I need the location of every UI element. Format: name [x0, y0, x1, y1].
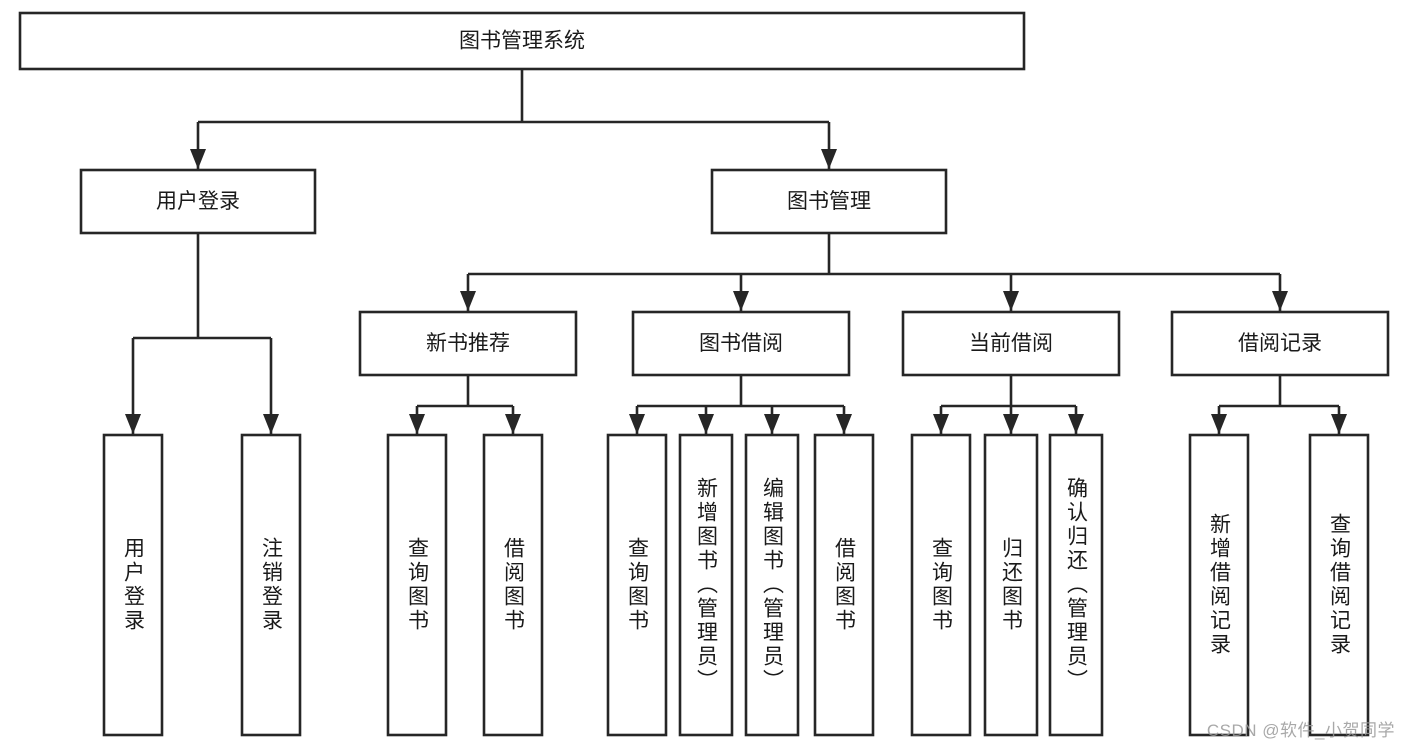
node-box-leaf-add-record[interactable]: [1188, 433, 1250, 737]
arrow-head-icon: [629, 414, 645, 434]
node-box-leaf-borrow-book-2[interactable]: [813, 433, 875, 737]
edges-layer: [125, 69, 1347, 434]
arrow-head-icon: [764, 414, 780, 434]
arrow-head-icon: [1331, 414, 1347, 434]
arrow-head-icon: [821, 149, 837, 169]
arrow-head-icon: [505, 414, 521, 434]
watermark: CSDN @软件_小贺同学: [1206, 721, 1395, 740]
arrow-head-icon: [733, 291, 749, 311]
node-box-leaf-user-logout[interactable]: [240, 433, 302, 737]
node-box-book-borrow[interactable]: [631, 310, 851, 377]
node-box-leaf-edit-book[interactable]: [744, 433, 800, 737]
node-label-new-book-rec: 新书推荐: [426, 332, 510, 355]
node-box-leaf-query-record[interactable]: [1308, 433, 1370, 737]
node-box-leaf-return-book[interactable]: [983, 433, 1039, 737]
arrow-head-icon: [190, 149, 206, 169]
node-box-leaf-query-book-2[interactable]: [606, 433, 668, 737]
node-label-root: 图书管理系统: [459, 30, 585, 53]
arrow-head-icon: [1003, 291, 1019, 311]
arrow-head-icon: [1211, 414, 1227, 434]
arrow-head-icon: [1272, 291, 1288, 311]
node-box-user-login[interactable]: [79, 168, 317, 235]
node-box-current-borrow[interactable]: [901, 310, 1121, 377]
node-box-leaf-borrow-book-1[interactable]: [482, 433, 544, 737]
node-box-new-book-rec[interactable]: [358, 310, 578, 377]
node-label-borrow-record: 借阅记录: [1238, 332, 1322, 355]
node-box-leaf-add-book[interactable]: [678, 433, 734, 737]
node-box-leaf-query-book-3[interactable]: [910, 433, 972, 737]
node-box-borrow-record[interactable]: [1170, 310, 1390, 377]
node-label-current-borrow: 当前借阅: [969, 332, 1053, 355]
node-box-book-manage[interactable]: [710, 168, 948, 235]
arrow-head-icon: [409, 414, 425, 434]
arrow-head-icon: [125, 414, 141, 434]
arrow-head-icon: [1003, 414, 1019, 434]
node-box-leaf-confirm-return[interactable]: [1048, 433, 1104, 737]
node-label-book-borrow: 图书借阅: [699, 332, 783, 355]
arrow-head-icon: [1068, 414, 1084, 434]
arrow-head-icon: [933, 414, 949, 434]
arrow-head-icon: [263, 414, 279, 434]
node-box-leaf-user-login[interactable]: [102, 433, 164, 737]
arrow-head-icon: [836, 414, 852, 434]
arrow-head-icon: [698, 414, 714, 434]
node-label-user-login: 用户登录: [156, 190, 240, 213]
arrow-head-icon: [460, 291, 476, 311]
node-label-book-manage: 图书管理: [787, 190, 871, 213]
node-box-leaf-query-book-1[interactable]: [386, 433, 448, 737]
node-box-root[interactable]: [18, 11, 1026, 71]
nodes-layer: [18, 11, 1390, 737]
